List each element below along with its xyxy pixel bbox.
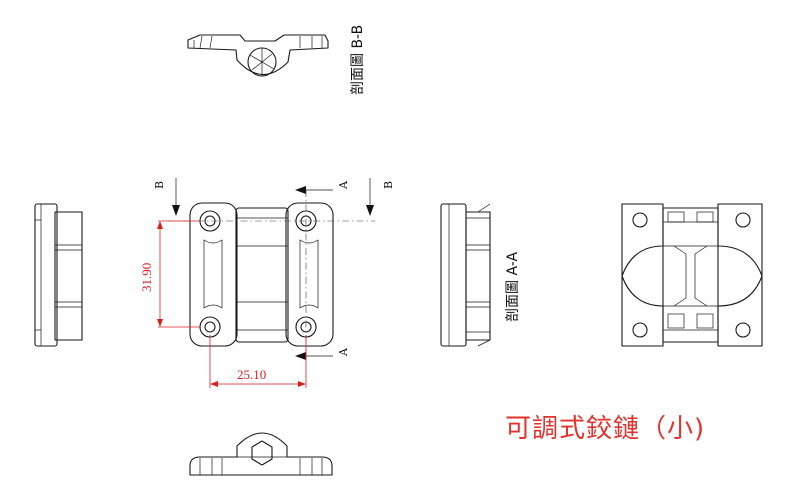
front-view [168,190,375,360]
rear-view [621,203,763,347]
dimension-vertical-value: 31.90 [139,263,154,292]
section-bb-view [187,34,329,77]
drawing-title: 可調式鉸鏈（小) [505,414,706,444]
section-bb-label: 剖面圖 B-B [350,25,366,95]
dimension-horizontal [209,335,307,388]
cut-label-b-left: B [153,181,166,189]
dimension-horizontal-value: 25.10 [237,367,266,382]
cut-markers [172,178,374,360]
cut-label-b-right: B [382,181,395,189]
left-side-view [34,203,83,347]
cut-label-a-top: A [337,180,350,190]
dimension-vertical [157,220,200,328]
section-aa-view [440,203,491,347]
cut-label-a-bottom: A [337,347,350,357]
section-aa-label: 剖面圖 A-A [505,252,521,322]
bottom-view [189,432,333,476]
